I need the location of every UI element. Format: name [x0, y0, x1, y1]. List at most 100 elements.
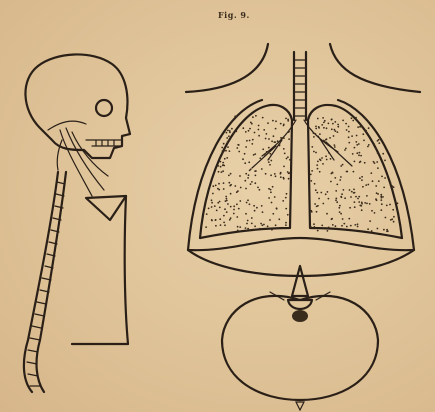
stipple-dot	[321, 225, 323, 227]
stipple-dot	[284, 153, 286, 155]
stipple-dot	[285, 224, 287, 226]
stipple-dot	[314, 203, 316, 205]
stipple-dot	[361, 176, 363, 178]
stipple-dot	[227, 146, 229, 148]
stipple-dot	[255, 175, 257, 177]
stipple-dot	[317, 230, 319, 232]
stipple-dot	[320, 192, 322, 194]
stipple-dot	[217, 202, 219, 204]
stipple-dot	[318, 198, 320, 200]
stipple-dot	[205, 200, 207, 202]
stipple-dot	[381, 203, 383, 205]
stipple-dot	[368, 127, 370, 129]
stipple-dot	[336, 184, 338, 186]
stipple-dot	[376, 161, 378, 163]
stipple-dot	[288, 131, 290, 133]
stipple-dot	[265, 173, 267, 175]
stipple-dot	[376, 192, 378, 194]
stipple-dot	[223, 148, 225, 150]
stipple-dot	[315, 133, 317, 135]
bronchi	[252, 120, 352, 168]
stipple-dot	[251, 181, 253, 183]
stipple-dot	[216, 210, 218, 212]
stipple-dot	[250, 122, 252, 124]
stipple-dot	[235, 130, 237, 132]
stipple-dot	[356, 135, 358, 137]
stipple-dot	[277, 140, 279, 142]
stipple-dot	[268, 197, 270, 199]
stipple-dot	[253, 205, 255, 207]
stipple-dot	[323, 127, 325, 129]
stipple-dot	[365, 130, 367, 132]
stipple-dot	[322, 203, 324, 205]
stipple-dot	[227, 203, 229, 205]
stipple-dot	[357, 126, 359, 128]
stipple-dot	[220, 161, 222, 163]
stipple-dot	[240, 187, 242, 189]
spine-front	[24, 172, 58, 392]
stipple-dot	[258, 135, 260, 137]
stipple-dot	[353, 189, 355, 191]
stipple-dot	[237, 144, 239, 146]
stipple-dot	[225, 196, 227, 198]
stipple-dot	[271, 202, 273, 204]
stipple-dot	[393, 186, 395, 188]
stipple-dot	[346, 129, 348, 131]
stipple-dot	[375, 148, 377, 150]
stipple-dot	[226, 132, 228, 134]
stipple-dot	[345, 123, 347, 125]
stipple-dot	[259, 228, 261, 230]
stipple-dot	[268, 138, 270, 140]
stipple-dot	[285, 208, 287, 210]
stipple-dot	[364, 118, 366, 120]
stipple-dot	[223, 143, 225, 145]
chest-outline	[86, 196, 126, 220]
stipple-dot	[239, 175, 241, 177]
stipple-dot	[270, 174, 272, 176]
stipple-dot	[233, 205, 235, 207]
stipple-dot	[226, 200, 228, 202]
stipple-dot	[373, 143, 375, 145]
stipple-dot	[380, 209, 382, 211]
stipple-dot	[229, 219, 231, 221]
stipple-dot	[247, 177, 249, 179]
stipple-dot	[313, 223, 315, 225]
stipple-dot	[351, 191, 353, 193]
stipple-dot	[346, 226, 348, 228]
stipple-dot	[261, 224, 263, 226]
stipple-dot	[337, 124, 339, 126]
stipple-dot	[244, 162, 246, 164]
stipple-dot	[371, 210, 373, 212]
stipple-dot	[374, 162, 376, 164]
stipple-dot	[335, 198, 337, 200]
stipple-dot	[271, 140, 273, 142]
stipple-dot	[219, 207, 221, 209]
stipple-dot	[251, 217, 253, 219]
stipple-dot	[211, 202, 213, 204]
stipple-dot	[367, 121, 369, 123]
stipple-dot	[223, 222, 225, 224]
stipple-dot	[350, 225, 352, 227]
stipple-dot	[252, 139, 254, 141]
stipple-dot	[221, 147, 223, 149]
stipple-dot	[262, 211, 264, 213]
stipple-dot	[278, 218, 280, 220]
stipple-dot	[358, 201, 360, 203]
stipple-dot	[205, 226, 207, 228]
stipple-dot	[211, 219, 213, 221]
stipple-dot	[266, 133, 268, 135]
stipple-dot	[362, 133, 364, 135]
stipple-dot	[316, 164, 318, 166]
stipple-dot	[226, 198, 228, 200]
stipple-dot	[316, 192, 318, 194]
stipple-dot	[367, 146, 369, 148]
stipple-dot	[326, 138, 328, 140]
stipple-dot	[229, 150, 231, 152]
stipple-dot	[242, 127, 244, 129]
stipple-dot	[339, 205, 341, 207]
stipple-dot	[367, 184, 369, 186]
stipple-dot	[258, 125, 260, 127]
stipple-dot	[222, 153, 224, 155]
stipple-dot	[343, 223, 345, 225]
